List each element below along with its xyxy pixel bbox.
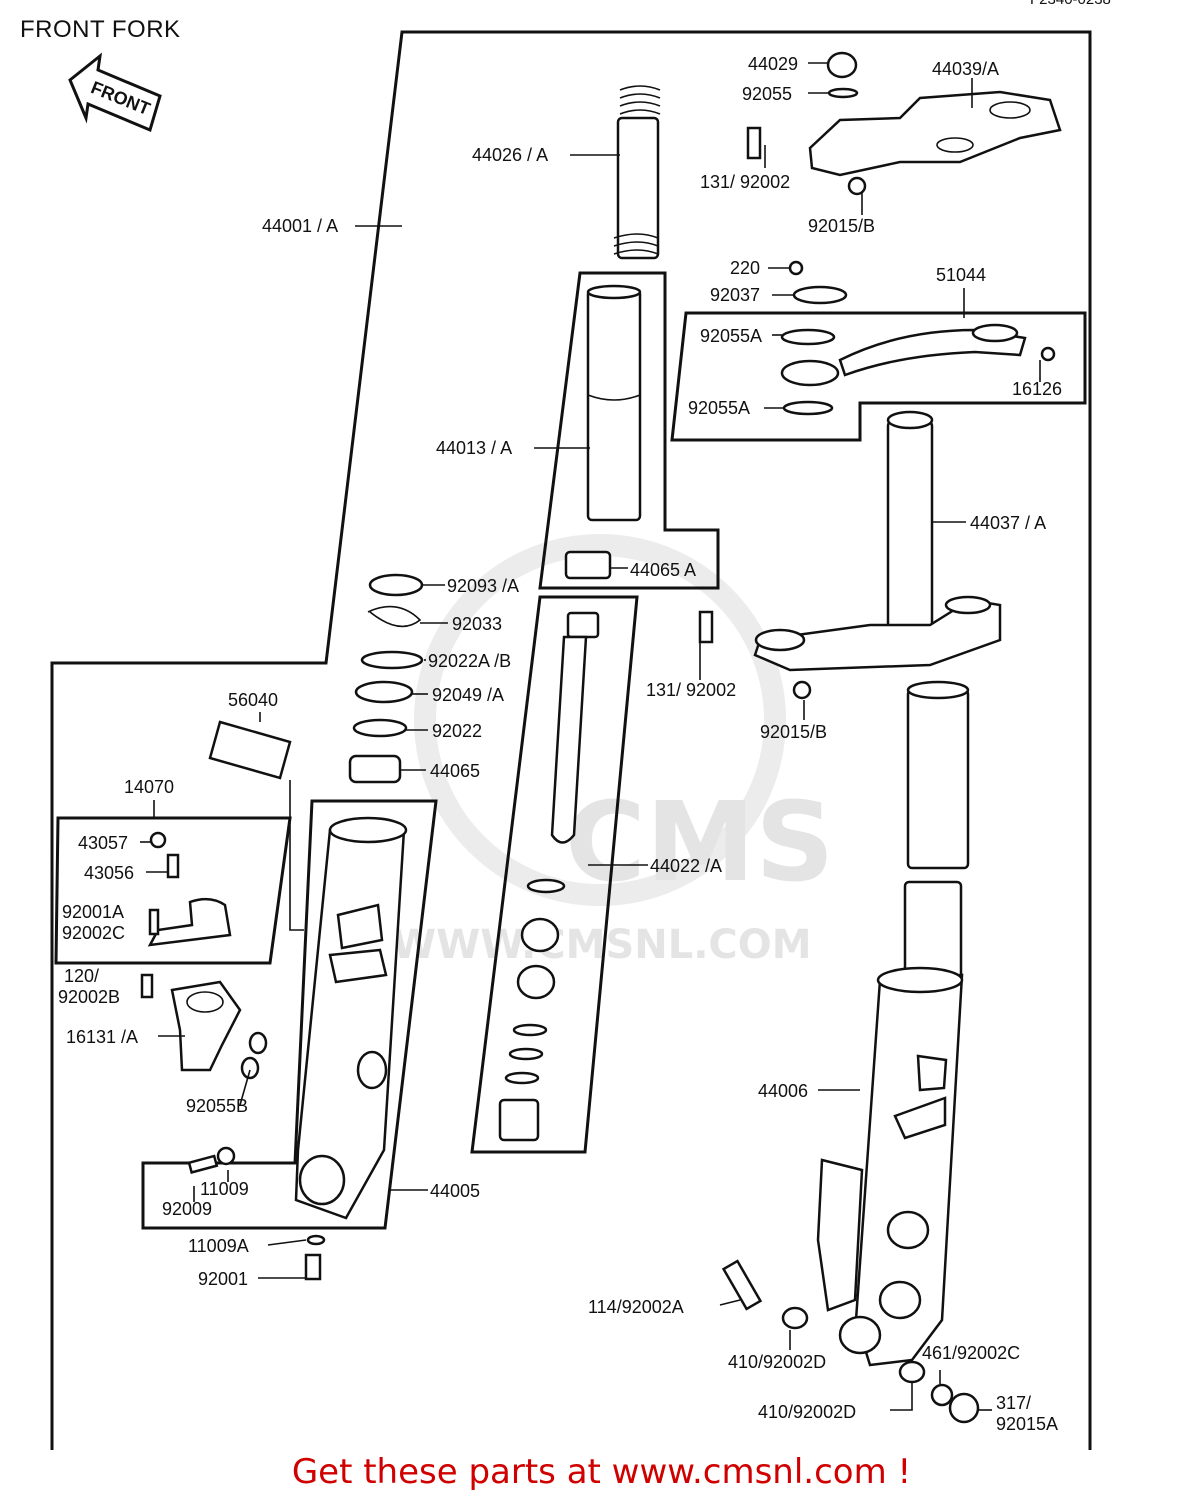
caliper-bracket [140,973,268,1080]
label-410-2: 410/92002D [758,1402,856,1422]
inner-tube [564,284,642,580]
label-114: 114/92002A [588,1297,684,1317]
label-92015-top: 92015/B [808,216,875,236]
label-44001: 44001 / A [262,216,338,236]
label-92093: 92093 /A [447,576,519,596]
watermark-logo: CMS [565,778,834,906]
fork-exploded-diagram: CMS WWW.CMSNL.COM FRONT [50,30,1092,1450]
steering-stem-bracket [780,260,1056,416]
label-44037: 44037 / A [970,513,1046,533]
leader-lines [140,62,1041,1411]
fork-seal-stack [348,573,424,784]
label-410-1: 410/92002D [728,1352,826,1372]
label-44006: 44006 [758,1081,808,1101]
damper-group-boundary [470,595,639,1154]
label-44065A: 44065 A [630,560,696,580]
label-317: 317/ [996,1393,1031,1413]
assembly-boundary [50,30,1092,1450]
label-131-top: 131/ 92002 [700,172,790,192]
label-92002C: 92002C [62,923,125,943]
label-92033: 92033 [452,614,502,634]
label-51044: 51044 [936,265,986,285]
left-outer-tube [187,816,408,1281]
damper-rod [498,611,600,1142]
label-92001A: 92001A [62,902,124,922]
steering-stem-group-boundary [670,311,1087,442]
steering-stem [698,410,1002,700]
label-44022: 44022 /A [650,856,722,876]
page-title: FRONT FORK [20,16,181,43]
label-43057: 43057 [78,833,128,853]
fork-spring-top [613,85,661,260]
label-92022AB: 92022A /B [428,651,511,671]
label-120: 120/ [64,966,99,986]
label-44029: 44029 [748,54,798,74]
label-44005: 44005 [430,1181,480,1201]
label-92002B: 92002B [58,987,120,1007]
label-220: 220 [730,258,760,278]
label-92055B: 92055B [186,1096,248,1116]
label-461: 461/92002C [922,1343,1020,1363]
label-131-mid: 131/ 92002 [646,680,736,700]
label-92055: 92055 [742,84,792,104]
label-56040: 56040 [228,690,278,710]
fork-brace [147,831,232,947]
label-44065: 44065 [430,761,480,781]
inner-tube-group-boundary [538,271,720,590]
watermark: CMS WWW.CMSNL.COM [392,534,834,968]
upper-bracket [746,51,1062,196]
label-11009: 11009 [200,1179,249,1199]
diagram-code: F2340-0238 [1030,0,1111,8]
caution-label-plate [208,720,292,780]
label-16126: 16126 [1012,379,1062,399]
label-92009: 92009 [162,1199,212,1219]
label-92001: 92001 [198,1269,248,1289]
label-92015A: 92015A [996,1414,1058,1434]
outer-tube-group-boundary [141,799,438,1230]
right-fork-assembly [721,680,980,1424]
label-44013: 44013 / A [436,438,512,458]
footer-link[interactable]: Get these parts at www.cmsnl.com ! [291,1452,912,1492]
label-92049: 92049 /A [432,685,504,705]
label-43056: 43056 [84,863,134,883]
label-11009A: 11009A [188,1236,249,1256]
label-92037: 92037 [710,285,760,305]
label-14070: 14070 [124,777,174,797]
label-92015-mid: 92015/B [760,722,827,742]
label-44039: 44039/A [932,59,999,79]
label-92055A-1: 92055A [700,326,762,346]
part-labels: 44029 44039/A 92055 44026 / A 131/ 92002… [58,54,1062,1434]
label-44026: 44026 / A [472,145,548,165]
label-92022: 92022 [432,721,482,741]
label-92055A-2: 92055A [688,398,750,418]
label-16131: 16131 /A [66,1027,138,1047]
front-direction-arrow: FRONT [68,52,162,133]
fork-brace-group-boundary [54,816,292,965]
